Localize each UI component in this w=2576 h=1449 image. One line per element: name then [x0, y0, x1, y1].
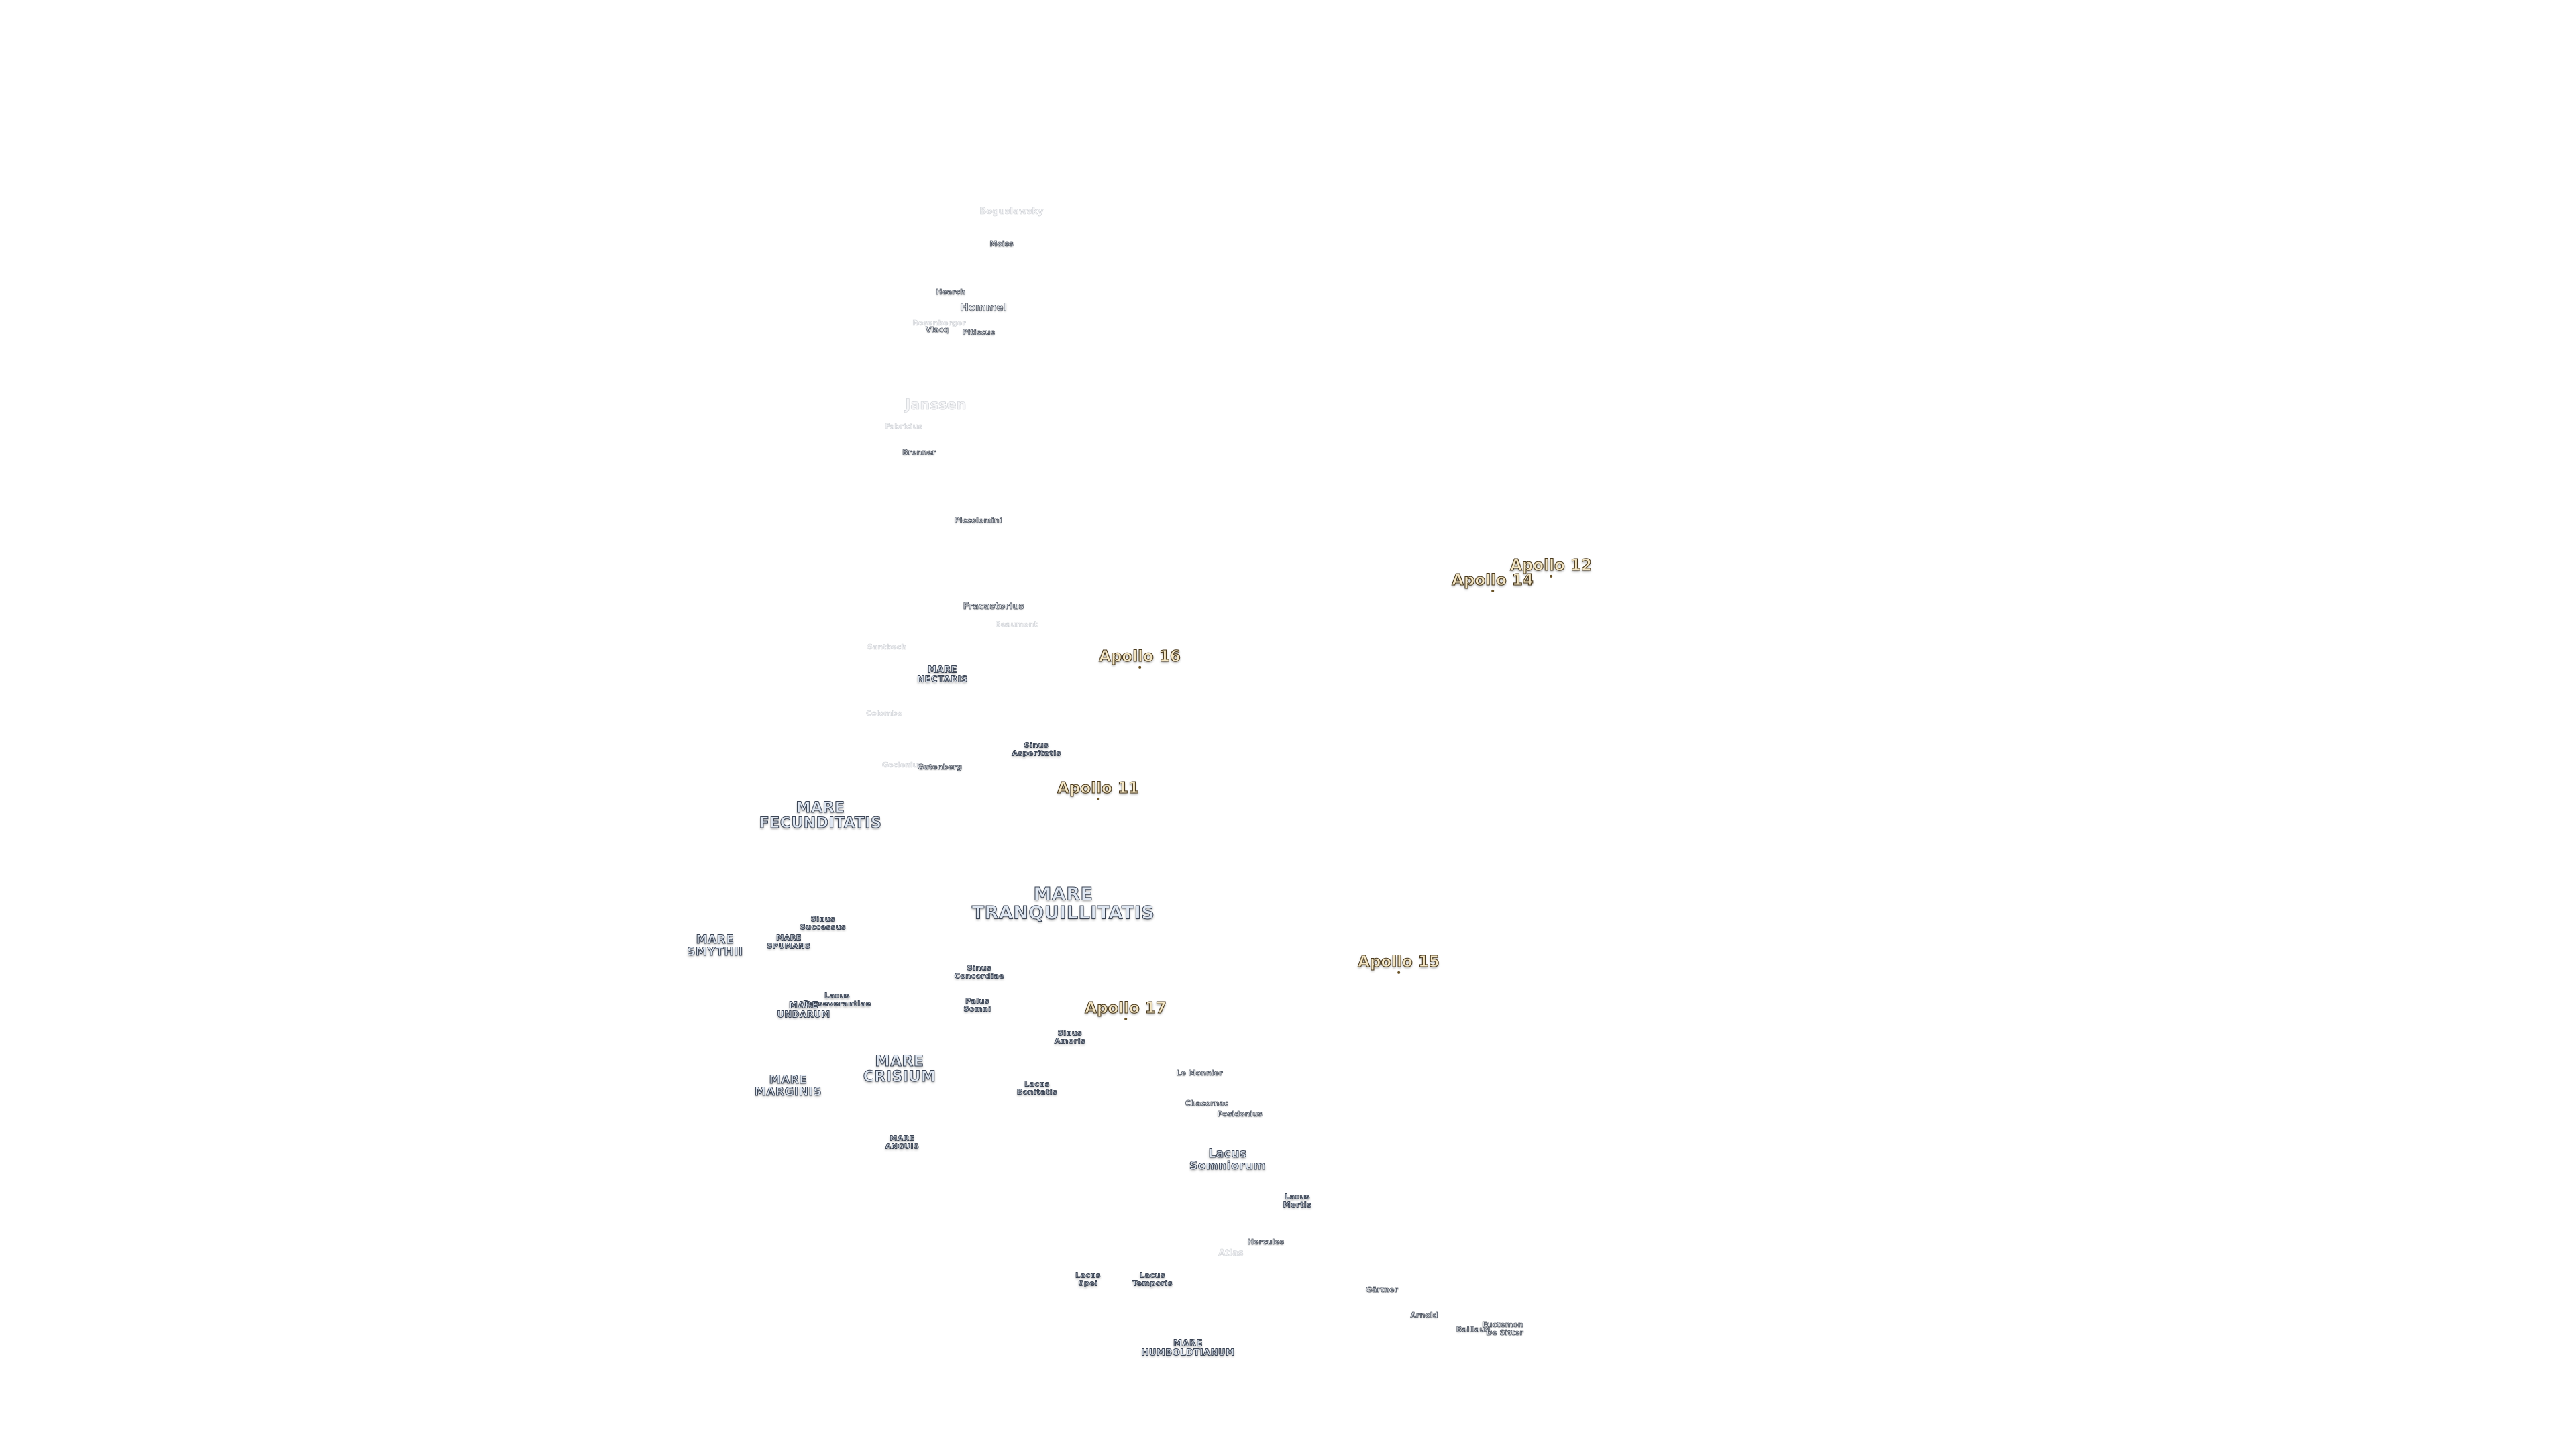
label-brenner: Brenner	[902, 448, 936, 458]
label-lacus-perseverantiae[interactable]: Lacus Perseverantiae	[803, 991, 871, 1008]
label-lacus-bonitatis[interactable]: Lacus Bonitatis	[1016, 1079, 1058, 1096]
label-sinus-amoris[interactable]: Sinus Amoris	[1054, 1028, 1086, 1045]
label-vlacq: Vlacq	[925, 325, 949, 335]
label-lacus-mortis[interactable]: Lacus Mortis	[1283, 1192, 1312, 1209]
label-piccolomini: Piccolomini	[954, 516, 1002, 525]
label-euctemon: Euctemon	[1482, 1320, 1523, 1330]
label-mare-fecunditatis[interactable]: MARE FECUNDITATIS	[759, 799, 882, 832]
label-gartner: Gärtner	[1366, 1285, 1399, 1295]
label-goclenius: Goclenius	[881, 761, 923, 770]
label-fracastorius: Fracastorius	[963, 602, 1024, 612]
apollo-14-marker[interactable]: Apollo 14	[1452, 571, 1534, 593]
label-arnold: Arnold	[1410, 1311, 1438, 1320]
label-mare-anguis[interactable]: MARE ANGUIS	[885, 1134, 920, 1150]
label-palus-somni[interactable]: Palus Somni	[963, 996, 991, 1013]
label-sinus-asperitatis[interactable]: Sinus Asperitatis	[1012, 741, 1061, 757]
label-lacus-spei[interactable]: Lacus Spei	[1075, 1271, 1101, 1287]
label-fabricius: Fabricius	[884, 422, 923, 431]
label-rosenberger: Rosenberger	[912, 319, 966, 328]
label-mare-marginis[interactable]: MARE MARGINIS	[754, 1073, 822, 1099]
apollo-15-marker[interactable]: Apollo 15	[1358, 953, 1440, 975]
label-baillaud: Baillaud	[1456, 1325, 1491, 1334]
label-gutenberg: Gutenberg	[917, 763, 963, 772]
label-posidonius: Posidonius	[1217, 1110, 1263, 1119]
label-mare-crisium[interactable]: MARE CRISIUM	[863, 1053, 936, 1085]
label-chacornac: Chacornac	[1185, 1099, 1229, 1108]
apollo-16-marker[interactable]: Apollo 16	[1099, 647, 1181, 669]
label-de-sitter: De Sitter	[1486, 1328, 1523, 1338]
label-santbech: Santbech	[867, 643, 907, 652]
label-mare-humboldtianum[interactable]: MARE HUMBOLDTIANUM	[1141, 1338, 1235, 1358]
label-pitiscus: Pitiscus	[962, 328, 996, 337]
label-hommel: Hommel	[960, 301, 1007, 314]
apollo-11-marker[interactable]: Apollo 11	[1057, 779, 1139, 801]
label-mare-nectaris[interactable]: MARE NECTARIS	[917, 665, 968, 684]
label-colombo: Colombo	[866, 709, 902, 718]
label-mare-undarum[interactable]: MARE UNDARUM	[777, 1000, 830, 1020]
label-hearch: Hearch	[936, 288, 966, 297]
label-le-monnier: Le Monnier	[1176, 1069, 1223, 1078]
label-boguslawsky: Boguslawsky	[979, 207, 1044, 217]
label-beaumont: Beaumont	[995, 620, 1038, 629]
label-mare-tranquillitatis[interactable]: MARE TRANQUILLITATIS	[971, 883, 1155, 924]
label-hercules: Hercules	[1247, 1238, 1285, 1247]
label-lacus-somniorum[interactable]: Lacus Somniorum	[1189, 1147, 1266, 1173]
label-atlas: Atlas	[1218, 1248, 1244, 1259]
label-mare-spumans[interactable]: MARE SPUMANS	[767, 933, 811, 950]
apollo-17-marker[interactable]: Apollo 17	[1085, 999, 1167, 1021]
label-sinus-successus[interactable]: Sinus Successus	[800, 914, 847, 931]
label-mare-smythii[interactable]: MARE SMYTHII	[687, 933, 743, 959]
label-moiss: Moiss	[989, 239, 1014, 249]
label-janssen: Janssen	[905, 396, 967, 413]
label-lacus-temporis[interactable]: Lacus Temporis	[1132, 1271, 1173, 1287]
label-sinus-concordiae[interactable]: Sinus Concordiae	[954, 963, 1005, 980]
apollo-12-marker[interactable]: Apollo 12	[1510, 556, 1592, 578]
